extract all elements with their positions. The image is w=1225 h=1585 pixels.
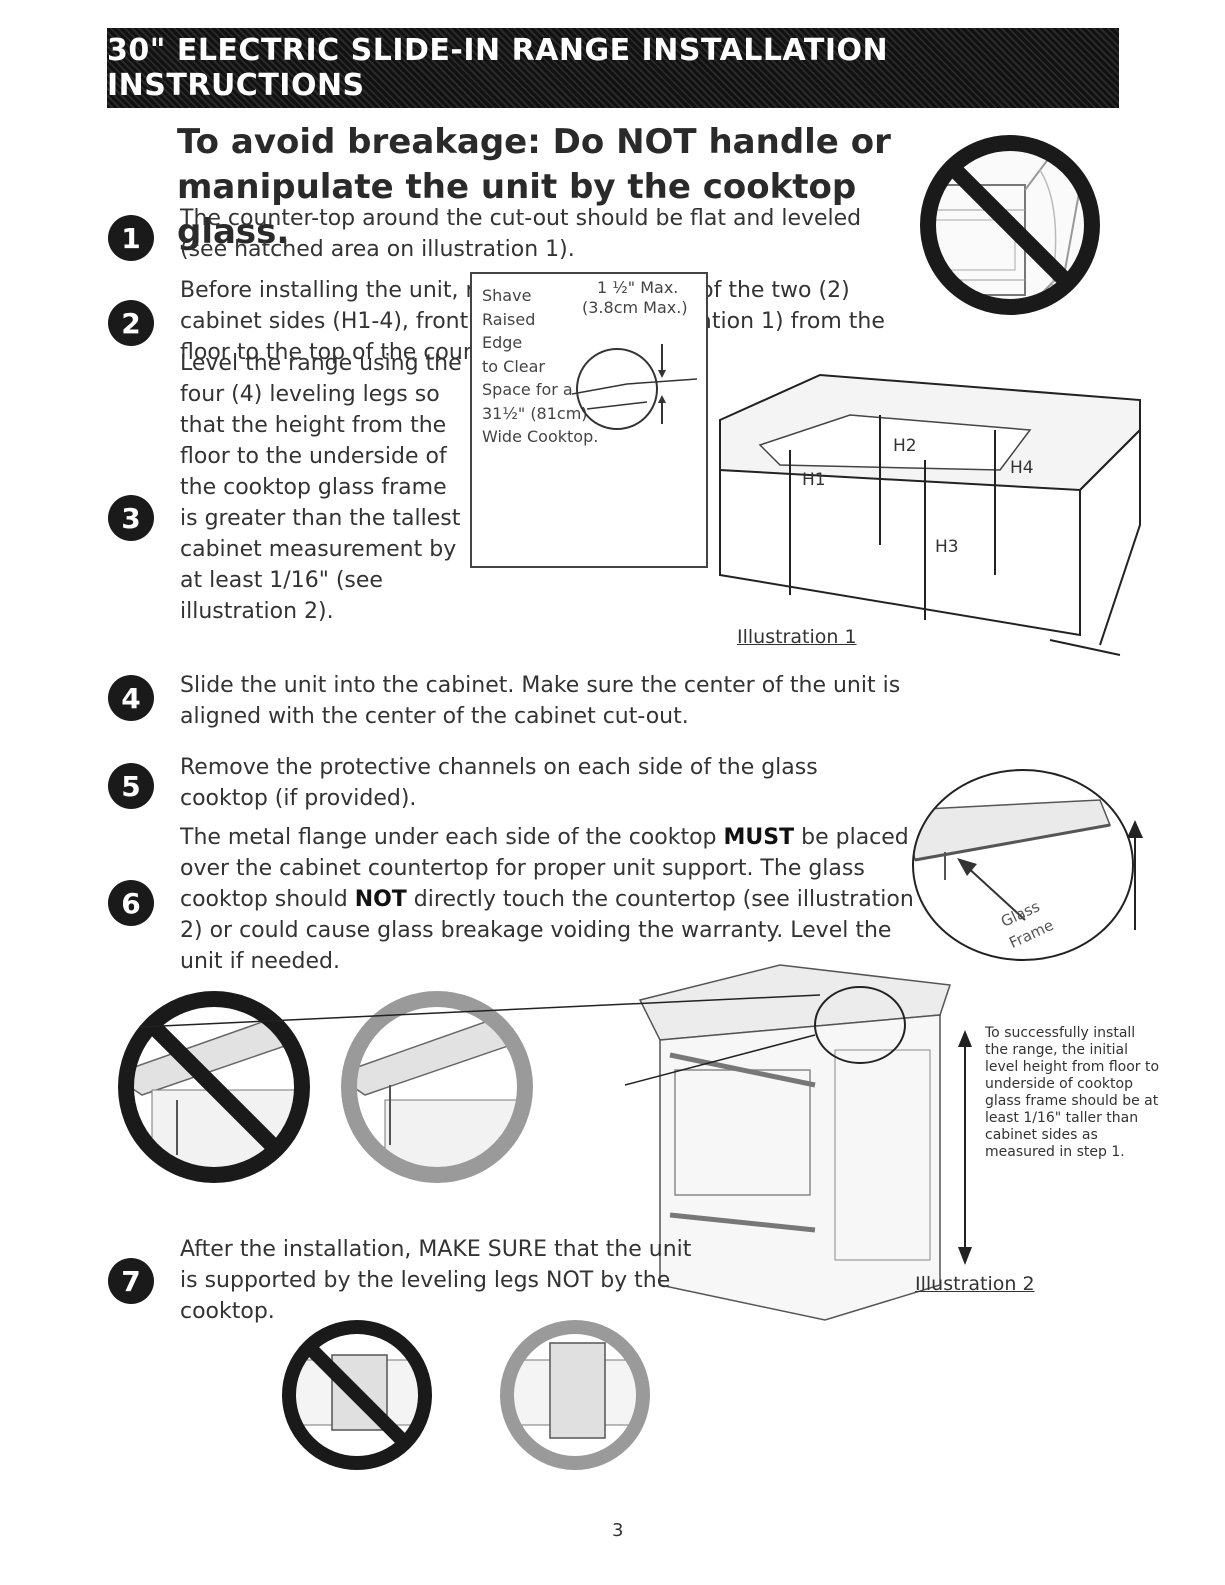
step-1-number: 1 [108, 215, 154, 261]
step-5-number: 5 [108, 763, 154, 809]
glass-frame-detail [912, 769, 1143, 961]
step-1-text: The counter-top around the cut-out shoul… [180, 206, 862, 262]
illustration-1-caption: Illustration 1 [737, 626, 857, 648]
page-header: 30" ELECTRIC SLIDE-IN RANGE INSTALLATION… [107, 28, 1119, 108]
step-3-text: Level the range using the four (4) level… [180, 351, 462, 624]
not-emphasis: NOT [354, 887, 407, 912]
callout-magnifier [571, 344, 698, 430]
illustration-2-note: To successfully install the range, the i… [985, 1025, 1160, 1160]
step-5-text: Remove the protective channels on each s… [180, 755, 818, 811]
step-3-number: 3 [108, 495, 154, 541]
illustration-2-range [139, 964, 972, 1321]
callout-max-2: (3.8cm Max.) [582, 298, 688, 317]
step-7-text: After the installation, MAKE SURE that t… [180, 1237, 692, 1324]
supported-by-legs-correct [500, 1320, 650, 1470]
step-6-number: 6 [108, 880, 154, 926]
label-h1: H1 [802, 470, 826, 490]
label-h3: H3 [935, 537, 959, 557]
step-4-number: 4 [108, 675, 154, 721]
callout-shave-text: Shave Raised Edge to Clear Space for a 3… [482, 286, 599, 446]
no-handle-glass-illustration [920, 135, 1100, 315]
illustration-1-cabinet [719, 373, 1141, 656]
page-number: 3 [612, 1520, 624, 1541]
glass-touching-prohibited-illustration [118, 991, 310, 1183]
shave-raised-edge-callout: Shave Raised Edge to Clear Space for a 3… [470, 272, 708, 568]
step-6-text: The metal flange under each side of the … [180, 825, 914, 974]
warning-heading: To avoid breakage: Do NOT handle or mani… [177, 122, 891, 252]
glass-correct-illustration [341, 991, 533, 1183]
callout-max-1: 1 ½" Max. [597, 278, 679, 297]
step-2-number: 2 [108, 300, 154, 346]
label-h2: H2 [893, 436, 917, 456]
label-h4: H4 [1010, 458, 1034, 478]
step-4-text: Slide the unit into the cabinet. Make su… [180, 673, 901, 729]
step-7-number: 7 [108, 1258, 154, 1304]
supported-by-cooktop-prohibited [282, 1320, 432, 1470]
illustration-2-caption: Illustration 2 [915, 1273, 1035, 1295]
must-emphasis: MUST [723, 825, 795, 850]
